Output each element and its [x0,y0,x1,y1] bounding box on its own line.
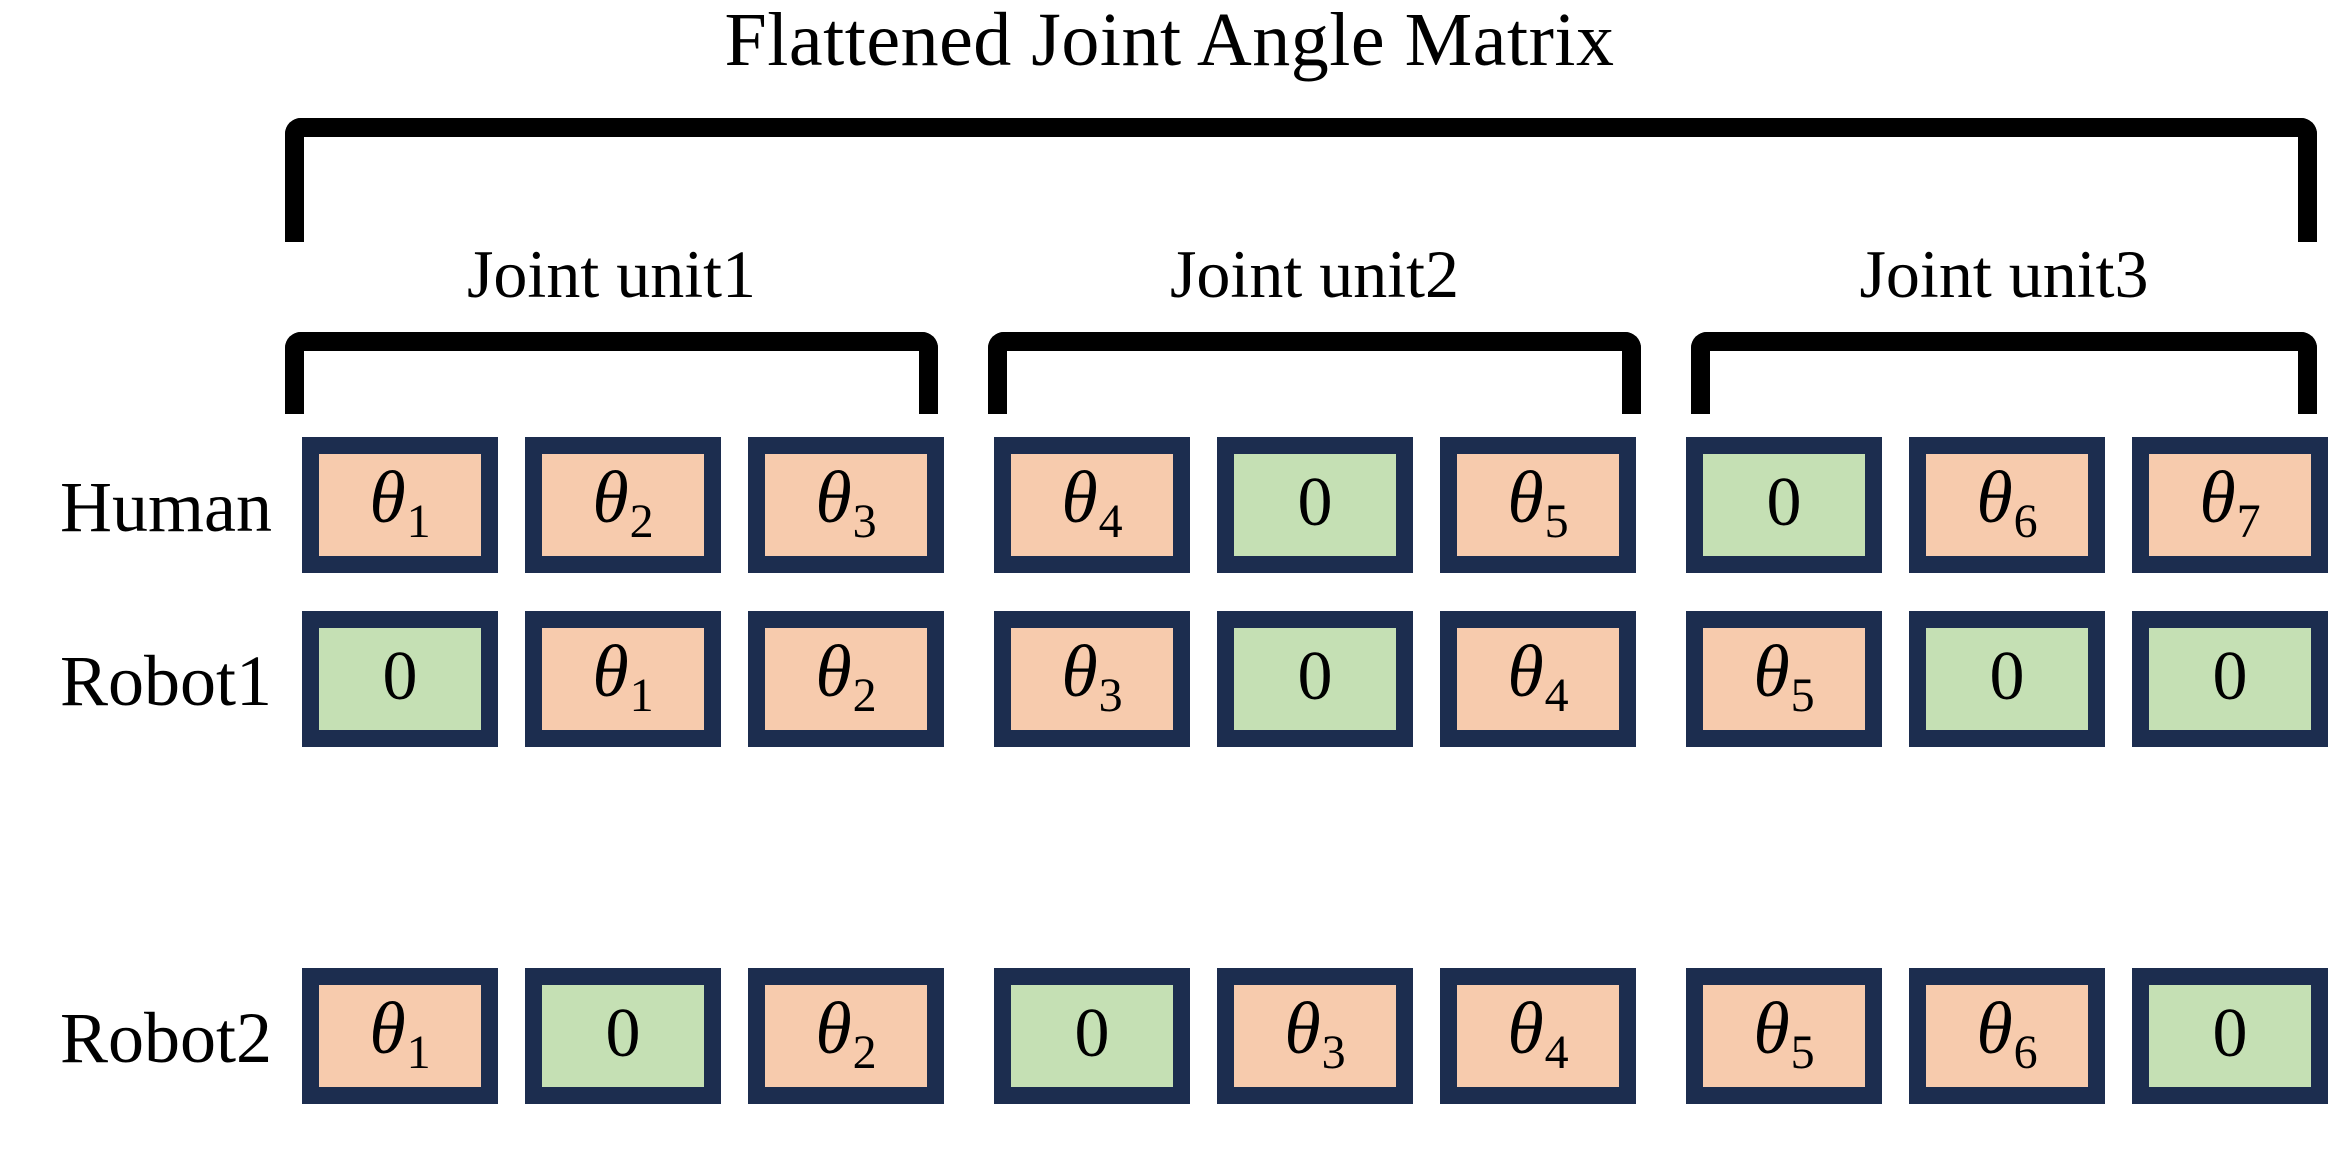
matrix-cell: 0 [525,968,721,1104]
matrix-cell: 0 [1909,611,2105,747]
matrix-cell: θ7 [2132,437,2328,573]
matrix-cell-value: 0 [2212,995,2248,1072]
matrix-cell: θ6 [1909,968,2105,1104]
matrix-cell: 0 [1686,437,1882,573]
matrix-cell-value: θ6 [1976,456,2038,548]
row-label-robot1: Robot1 [59,641,272,721]
group-label-joint-unit1: Joint unit1 [466,236,757,312]
matrix-cell: θ4 [1440,968,1636,1104]
matrix-cell-value: 0 [2212,638,2248,715]
matrix-cell-value: θ1 [592,630,654,722]
matrix-cell-value: θ3 [1061,630,1123,722]
flattened-matrix-brace [285,118,2317,242]
matrix-cell-value: θ3 [1284,987,1346,1079]
matrix-cell: θ3 [1217,968,1413,1104]
matrix-cell-value: 0 [605,995,641,1072]
matrix-cell: θ2 [525,437,721,573]
matrix-cell-value: θ2 [815,987,877,1079]
matrix-cell-value: 0 [1989,638,2025,715]
group-brace-joint-unit2 [988,332,1641,414]
matrix-cell-value: θ4 [1507,987,1569,1079]
row-label-robot2: Robot2 [59,998,272,1078]
group-brace-joint-unit3 [1691,332,2317,414]
matrix-cell: θ1 [302,968,498,1104]
matrix-cell: 0 [2132,611,2328,747]
page-title: Flattened Joint Angle Matrix [724,0,1615,82]
matrix-cell: θ1 [302,437,498,573]
matrix-cell-value: θ4 [1061,456,1123,548]
matrix-cell: θ2 [748,968,944,1104]
matrix-cell: θ4 [1440,611,1636,747]
row-label-human: Human [60,467,272,547]
matrix-cell-value: 0 [1297,638,1333,715]
matrix-cell: θ6 [1909,437,2105,573]
matrix-cell-value: θ3 [815,456,877,548]
matrix-cell: θ1 [525,611,721,747]
matrix-cell: θ4 [994,437,1190,573]
matrix-cell-value: θ1 [369,987,431,1079]
group-brace-joint-unit1 [285,332,938,414]
matrix-cell-value: 0 [382,638,418,715]
group-label-joint-unit3: Joint unit3 [1859,236,2149,312]
matrix-cell-value: θ1 [369,456,431,548]
matrix-cell-value: 0 [1297,464,1333,541]
matrix-cell: 0 [2132,968,2328,1104]
matrix-cell-value: 0 [1766,464,1802,541]
matrix-cell: θ5 [1686,611,1882,747]
matrix-cell: 0 [994,968,1190,1104]
group-label-joint-unit2: Joint unit2 [1169,236,1460,312]
matrix-cell: θ3 [748,437,944,573]
matrix-cell: 0 [1217,611,1413,747]
matrix-cell-value: θ5 [1507,456,1569,548]
matrix-cell-value: θ6 [1976,987,2038,1079]
matrix-cell: θ2 [748,611,944,747]
matrix-cell: 0 [302,611,498,747]
matrix-cell-value: θ2 [815,630,877,722]
matrix-cell: 0 [1217,437,1413,573]
matrix-cell-value: θ5 [1753,630,1815,722]
matrix-cell-value: θ2 [592,456,654,548]
matrix-cell: θ3 [994,611,1190,747]
matrix-cell-value: θ5 [1753,987,1815,1079]
matrix-cell-value: 0 [1074,995,1110,1072]
matrix-cell-value: θ4 [1507,630,1569,722]
matrix-cell: θ5 [1686,968,1882,1104]
matrix-cell-value: θ7 [2199,456,2261,548]
matrix-cell: θ5 [1440,437,1636,573]
